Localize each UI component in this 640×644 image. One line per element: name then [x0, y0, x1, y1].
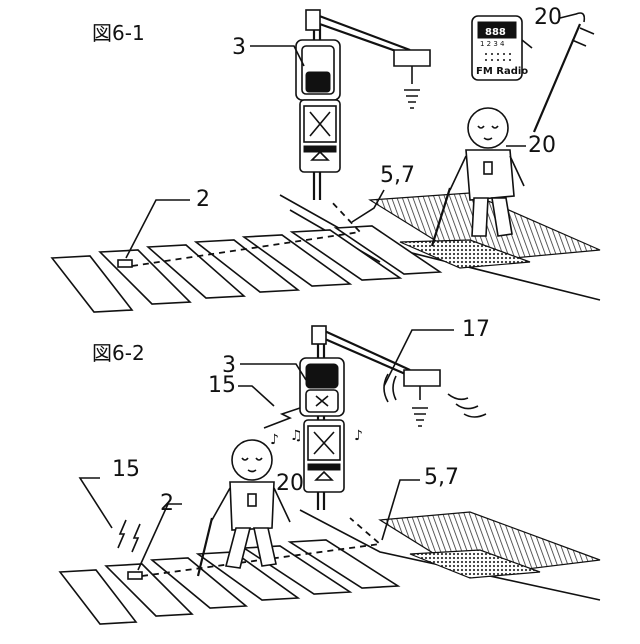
leader-wave: [238, 386, 274, 406]
svg-text:♪: ♪: [270, 432, 279, 448]
svg-text:♪: ♪: [354, 428, 363, 444]
uplink-wave-left: [118, 520, 126, 548]
radio-brand: FM Radio: [476, 66, 528, 77]
figure-title-2: 図6-2: [92, 341, 145, 365]
crosswalk-sensor-device: [118, 260, 132, 267]
speaker-unit: [394, 50, 430, 108]
figure-6-2: 図6-2: [60, 317, 600, 624]
crosswalk-stripes: [52, 226, 440, 312]
label-line-code: 5,7: [380, 163, 415, 188]
leader-signal-2: [240, 364, 306, 380]
label-radio: 20: [534, 5, 562, 30]
label-emitter: 17: [462, 317, 490, 342]
fm-radio-receiver: 888 1 2 3 4 FM Radio: [472, 16, 532, 80]
figure-title: 図6-1: [92, 21, 145, 45]
label-line-code-2: 5,7: [424, 465, 459, 490]
label-wave: 15: [208, 373, 236, 398]
uplink-wave-right: [132, 524, 140, 552]
svg-text:♫: ♫: [290, 428, 303, 444]
radio-display: 888: [485, 27, 506, 38]
earphone-cord: [560, 13, 584, 22]
pedestrian-signal-head: [296, 40, 340, 172]
wireless-wave: [264, 408, 300, 428]
label-device: 2: [196, 187, 210, 212]
radio-channels: 1 2 3 4: [480, 40, 505, 48]
label-ground-wave: 15: [112, 457, 140, 482]
pedestrian-signal-head-2: [300, 358, 344, 492]
leader-ground-wave: [80, 478, 112, 528]
label-pedestrian-2: 20: [276, 471, 304, 496]
speaker-unit-2: [384, 370, 486, 426]
figure-6-1: 図6-1: [52, 5, 600, 312]
label-signal: 3: [232, 35, 246, 60]
crosswalk-sensor-device-2: [128, 572, 142, 579]
label-pedestrian: 20: [528, 133, 556, 158]
